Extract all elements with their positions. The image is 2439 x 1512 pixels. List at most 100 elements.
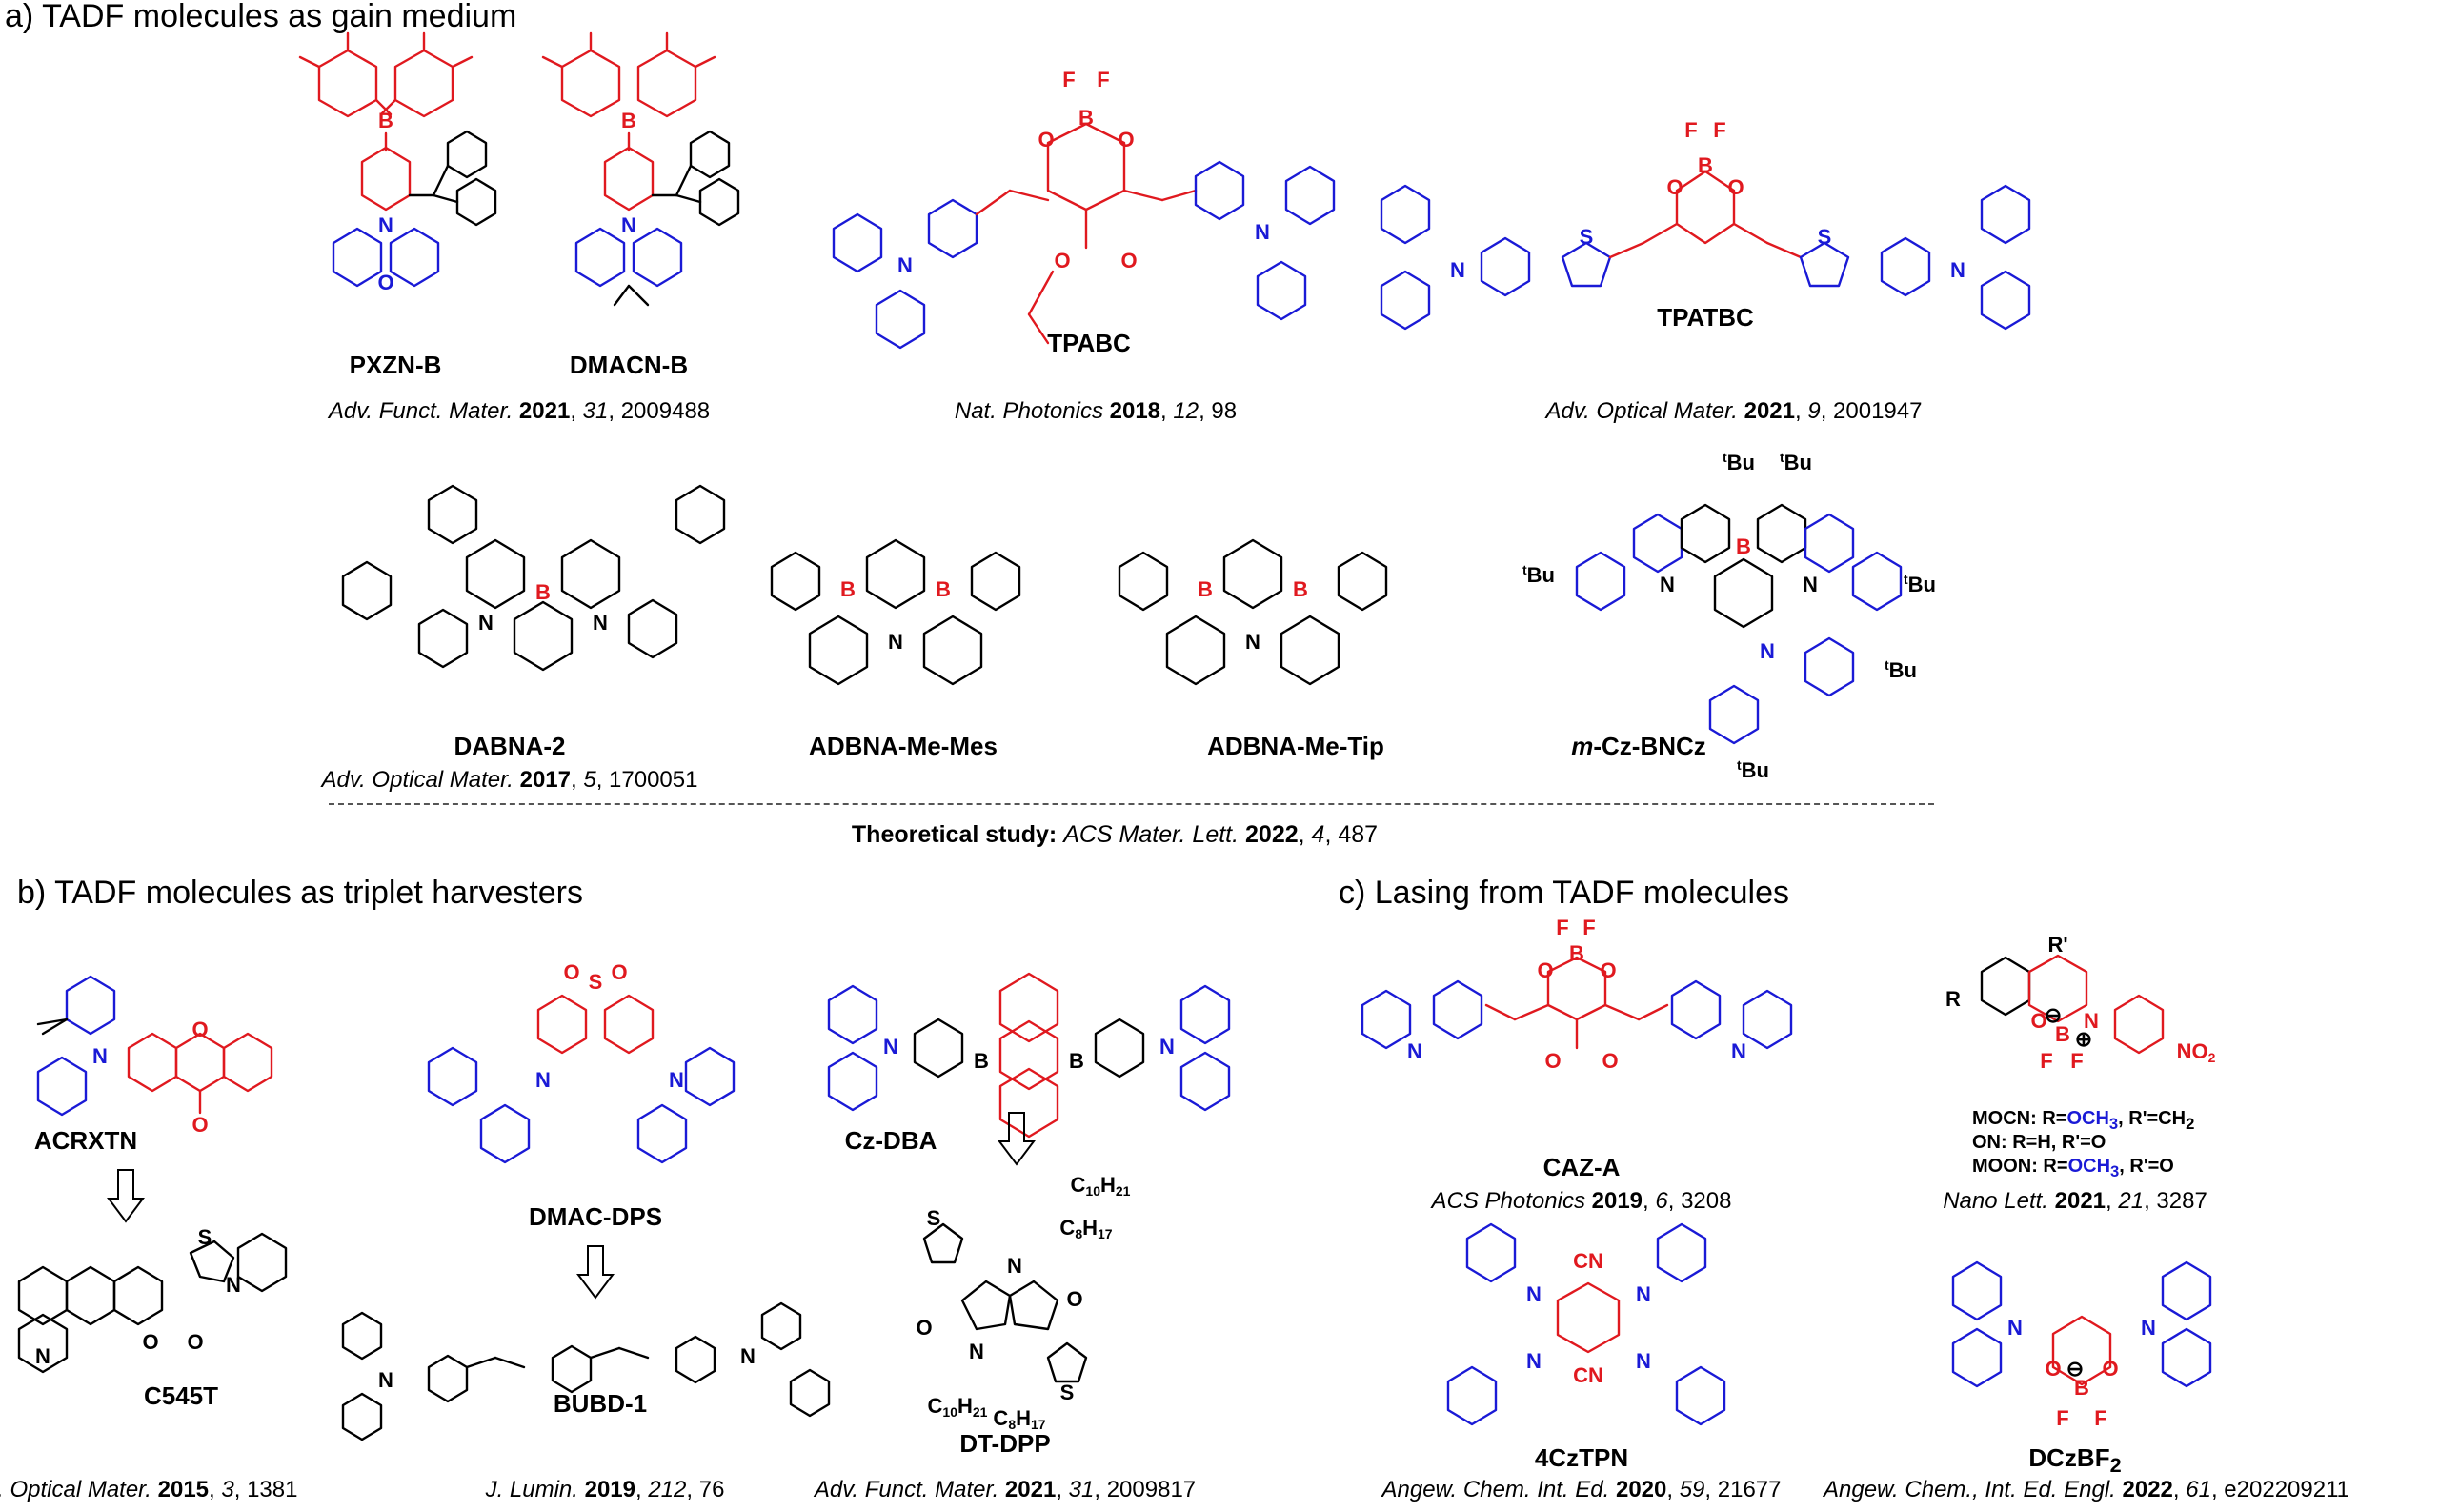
- carbazole-right-2: [1742, 989, 1793, 1050]
- fluorine-atom-1: F: [1556, 916, 1568, 939]
- caz-a-name: CAZ-A: [1542, 1153, 1621, 1181]
- acridan-left-1: [427, 1046, 478, 1107]
- oxygen-atom-carbonyl: O: [191, 1113, 208, 1137]
- sulfur-atom: S: [198, 1225, 212, 1249]
- dt-dpp-name: DT-DPP: [959, 1429, 1051, 1458]
- donor-ring-left: [574, 227, 626, 288]
- fluorine-atom-1: F: [1684, 118, 1697, 142]
- oxygen-atom-ester: O: [1602, 1049, 1618, 1073]
- phenyl-ring-c: [1980, 184, 2031, 245]
- phenyl-left: [536, 994, 588, 1055]
- boron-atom-left: B: [1198, 577, 1213, 601]
- carbazole-right-2: [1179, 1051, 1231, 1112]
- minus-charge: ⊖: [2066, 1357, 2084, 1381]
- dabna-2-name: DABNA-2: [454, 732, 566, 760]
- nitrophenyl-ring: [2113, 994, 2165, 1055]
- c545t-name: C545T: [143, 1381, 219, 1410]
- c8h17-top: C8H17: [1059, 1216, 1112, 1241]
- reference-7: Adv. Funct. Mater. 2021, 31, 2009817: [814, 1477, 1197, 1502]
- oxygen-atom-right: O: [1118, 128, 1134, 151]
- carbazole-left-2: [1361, 989, 1412, 1050]
- tipyl-right: [1337, 551, 1388, 612]
- ring-left: [465, 538, 526, 610]
- nitrogen-atom-left: N: [1450, 258, 1465, 282]
- pxzn-b-name: PXZN-B: [349, 351, 442, 379]
- carbazole-ring-1: [1632, 513, 1683, 574]
- m-cz-bncz-structure: tBu tBu B N N tBu tBu N tBu tBu: [1522, 450, 1936, 782]
- xanthone-ring-2: [174, 1032, 226, 1093]
- biphenyl-ring-1: [417, 608, 469, 669]
- oxygen-atom-ring: O: [142, 1330, 158, 1354]
- fluorine-atom-1: F: [1062, 68, 1075, 91]
- ring-center: [513, 600, 574, 672]
- nitrogen-atom: N: [2084, 1009, 2099, 1033]
- dmacn-b-name: DMACN-B: [569, 351, 689, 379]
- bubd-1-structure: N N: [341, 1301, 831, 1441]
- phenyl-top-right: [675, 484, 726, 545]
- reference-8: ACS Photonics 2019, 6, 3208: [1431, 1188, 1732, 1214]
- phenylene-ring: [360, 146, 412, 212]
- carbazole-top-right: [1656, 1222, 1707, 1283]
- nitrogen-atom-right: N: [1731, 1039, 1746, 1063]
- dmacn-b-structure: B N: [541, 31, 740, 307]
- cz-dba-name: Cz-DBA: [844, 1126, 937, 1155]
- carbazole-ring-6: [1708, 684, 1760, 745]
- phenyl-ring-d: [1256, 260, 1307, 321]
- boron-atom: B: [1078, 106, 1094, 130]
- phenyl-bottom-right: [789, 1368, 831, 1418]
- carbazole-left-2: [827, 1051, 878, 1112]
- phenylene-ring: [603, 146, 655, 212]
- core-ring: [865, 538, 926, 610]
- phenylene-2: [551, 1344, 593, 1394]
- cyano-top: CN: [1573, 1249, 1603, 1273]
- mesityl-right-ring: [393, 49, 454, 118]
- oxygen-atom-ether: O: [1544, 1049, 1561, 1073]
- nitrogen-atom-bottom: N: [969, 1340, 984, 1363]
- reference-1: Adv. Funct. Mater. 2021, 31, 2009488: [328, 398, 711, 424]
- acceptor-core: [1675, 170, 1736, 245]
- core-ring-left: [1680, 503, 1731, 564]
- oxygen-atom-left: O: [1666, 175, 1683, 199]
- caz-a-structure: F F B O O O O N N: [1361, 916, 1793, 1073]
- xanthone-ring-3: [222, 1032, 273, 1093]
- terephthalonitrile-core: [1556, 1281, 1621, 1354]
- adbna-me-tip-name: ADBNA-Me-Tip: [1207, 732, 1384, 760]
- section-b-title: b) TADF molecules as triplet harvesters: [17, 875, 583, 911]
- c10h21-bottom: C10H21: [928, 1394, 988, 1420]
- fluorine-atom-2: F: [2094, 1406, 2106, 1430]
- phenyl-top-left: [341, 1311, 383, 1361]
- acceptor-core: [1046, 122, 1126, 212]
- tolyl-left: [808, 615, 869, 686]
- phenyl-ring-b: [875, 289, 926, 350]
- thiazole-ring: [189, 1240, 235, 1283]
- acridan-ring-bottom: [36, 1056, 88, 1117]
- reference-5: Adv. Optical Mater. 2015, 3, 1381: [0, 1477, 298, 1502]
- plus-charge: ⊕: [2075, 1027, 2092, 1051]
- oxygen-atom-left: O: [1537, 958, 1553, 982]
- phenyl-ring-d: [1980, 270, 2031, 331]
- coumarin-ring: [112, 1265, 164, 1326]
- arrow-acrxtn-to-c545t: [107, 1169, 145, 1223]
- tbu-label-top-right: tBu: [1780, 450, 1812, 474]
- tolyl-left: [1165, 615, 1226, 686]
- nitrogen-atom: N: [92, 1044, 108, 1068]
- sulfur-atom-bottom: S: [1060, 1381, 1075, 1404]
- boron-atom: B: [1698, 153, 1713, 177]
- phenylene-1: [427, 1354, 469, 1403]
- nitrogen-atom-left: N: [883, 1035, 898, 1058]
- nitro-group: NO2: [2177, 1039, 2216, 1065]
- oxygen-atom-2: O: [611, 960, 627, 984]
- carbazole-right-1: [1670, 979, 1722, 1040]
- phenyl-ring-2: [698, 177, 740, 227]
- carbazole-ring-4: [1851, 551, 1903, 612]
- phenyl-ring-c: [1284, 165, 1336, 226]
- thiophene-right: [1799, 241, 1850, 288]
- phenyl-n-right: [627, 598, 678, 659]
- nitrogen-atom-right: N: [669, 1068, 684, 1092]
- oxygen-atom-left: O: [916, 1316, 932, 1340]
- r-prime-label: R': [2047, 933, 2067, 957]
- dba-ring-bottom: [998, 1067, 1059, 1139]
- phenyl-ring-a: [1380, 184, 1431, 245]
- phenyl-ring-b: [1380, 270, 1431, 331]
- phenyl-ring-1: [446, 130, 488, 179]
